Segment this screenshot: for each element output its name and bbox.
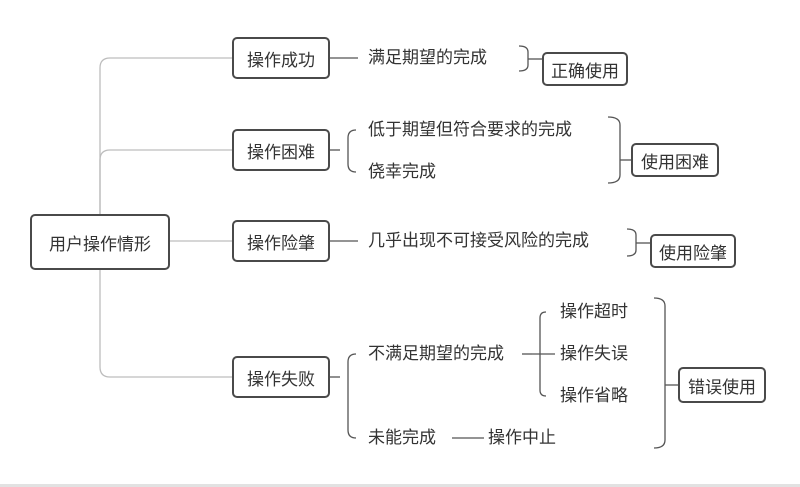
trunk-line xyxy=(99,57,232,214)
outcome-label[interactable]: 侥幸完成 xyxy=(368,162,436,182)
category-node-near-miss[interactable]: 操作险肇 xyxy=(232,220,330,262)
sub-outcome-label[interactable]: 操作省略 xyxy=(560,386,628,406)
bottom-divider xyxy=(0,484,800,487)
outcome-label[interactable]: 几乎出现不可接受风险的完成 xyxy=(368,231,589,251)
trunk-line xyxy=(99,149,232,214)
category-node-difficulty[interactable]: 操作困难 xyxy=(232,129,330,171)
outcome-label[interactable]: 满足期望的完成 xyxy=(368,48,487,68)
sub-outcome-label[interactable]: 操作超时 xyxy=(560,302,628,322)
outcome-label[interactable]: 未能完成 xyxy=(368,428,436,448)
sub-outcome-label[interactable]: 操作中止 xyxy=(488,428,556,448)
outcome-label[interactable]: 低于期望但符合要求的完成 xyxy=(368,120,572,140)
sub-outcome-label[interactable]: 操作失误 xyxy=(560,344,628,364)
usage-summary-error[interactable]: 错误使用 xyxy=(678,367,766,403)
summary-bracket xyxy=(653,297,666,449)
root-node[interactable]: 用户操作情形 xyxy=(30,214,170,270)
summary-bracket xyxy=(626,228,637,257)
usage-summary-difficult[interactable]: 使用困难 xyxy=(631,143,719,177)
category-node-success[interactable]: 操作成功 xyxy=(232,37,330,79)
trunk-line xyxy=(99,270,232,378)
category-node-failure[interactable]: 操作失败 xyxy=(232,356,330,398)
usage-summary-near-miss[interactable]: 使用险肇 xyxy=(650,234,736,268)
outcome-label[interactable]: 不满足期望的完成 xyxy=(368,344,504,364)
branch-line xyxy=(347,129,357,173)
summary-bracket xyxy=(518,45,529,72)
summary-bracket xyxy=(607,116,621,184)
branch-line xyxy=(347,353,357,439)
usage-summary-correct[interactable]: 正确使用 xyxy=(542,52,628,86)
